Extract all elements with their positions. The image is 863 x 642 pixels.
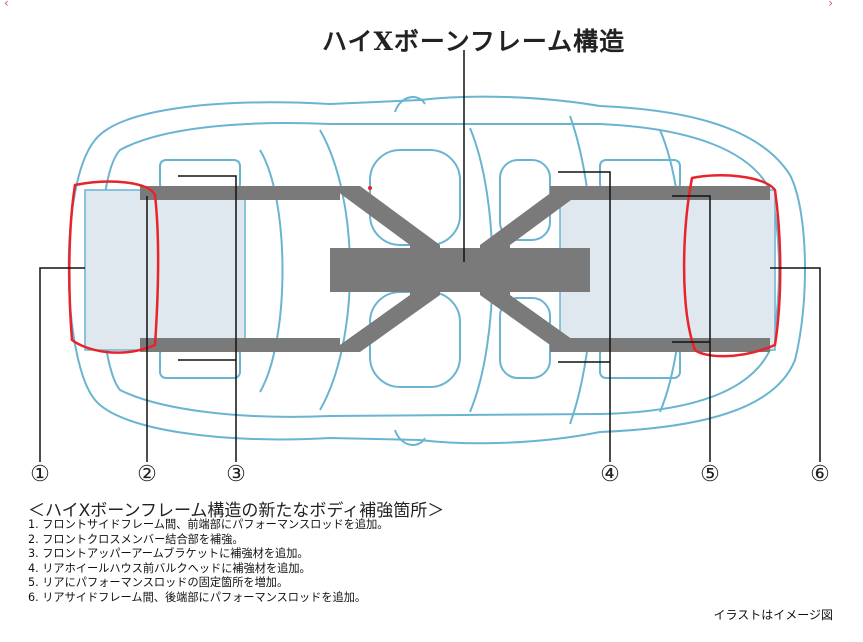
leader-1 [39, 267, 85, 462]
marker-2: ② [137, 462, 157, 487]
backbone-center [330, 248, 590, 292]
note-item: 6. リアサイドフレーム間、後端部にパフォーマンスロッドを追加。 [28, 590, 367, 604]
mirror-left [394, 96, 426, 113]
notes-heading: ＜ハイXボーンフレーム構造の新たなボディ補強箇所＞ [28, 501, 445, 521]
note-item: 2. フロントクロスメンバー結合部を補強。 [28, 532, 244, 546]
rear-upper-rail [550, 186, 770, 200]
leader-4 [558, 171, 611, 462]
marker-1: ① [30, 462, 50, 487]
rear-right-wheel [599, 347, 681, 379]
front-subframe [84, 189, 246, 351]
front-right-wheel [159, 347, 241, 379]
rear-subframe [559, 189, 776, 351]
marker-3: ③ [226, 462, 246, 487]
highlight-rear [682, 174, 782, 358]
marker-6: ⑥ [810, 462, 830, 487]
note-item: 1. フロントサイドフレーム間、前端部にパフォーマンスロッドを追加。 [28, 518, 389, 531]
marker-4: ④ [600, 462, 620, 487]
illustration-caption: イラストはイメージ図 [713, 608, 833, 622]
note-item: 5. リアにパフォーマンスロッドの固定箇所を増加。 [28, 576, 289, 590]
car-body-inner-outline [99, 122, 780, 418]
leader-3 [178, 175, 237, 462]
windshield-line [259, 149, 284, 393]
highlight-front [68, 180, 160, 354]
diagram-title: ハイXボーンフレーム構造 [322, 27, 626, 56]
notes-list: 1. フロントサイドフレーム間、前端部にパフォーマンスロッドを追加。 2. フロ… [28, 518, 389, 606]
note-item: 4. リアホイールハウス前バルクヘッドに補強材を追加。 [28, 561, 311, 575]
corner-mark-right: › [828, 0, 833, 10]
front-lower-rail [140, 338, 340, 352]
corner-mark-left: ‹ [4, 0, 9, 10]
marker-5: ⑤ [700, 462, 720, 487]
car-body-outline [67, 95, 806, 445]
rear-left-wheel [599, 159, 681, 191]
leader-6 [770, 267, 821, 462]
note-item: 3. フロントアッパーアームブラケットに補強材を追加。 [28, 547, 309, 561]
backbone-x-front [330, 186, 440, 352]
mirror-right [394, 429, 426, 446]
rear-lower-rail [550, 338, 770, 352]
leader-5 [672, 195, 711, 462]
front-upper-rail [140, 186, 340, 200]
backbone-x-rear [480, 186, 590, 352]
highlight-dot [368, 186, 372, 190]
front-left-wheel [159, 159, 241, 191]
